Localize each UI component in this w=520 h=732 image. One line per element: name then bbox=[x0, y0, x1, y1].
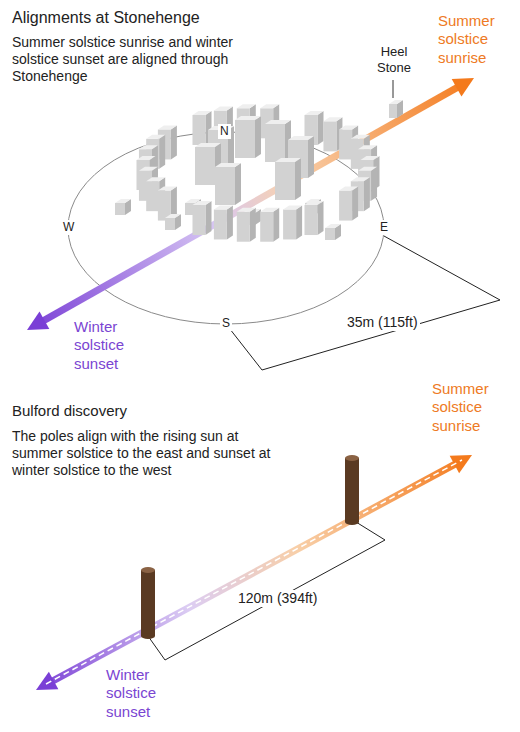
compass-point: W bbox=[61, 220, 76, 235]
dimension-line bbox=[226, 236, 500, 370]
dashed-line bbox=[46, 460, 462, 684]
description: Summer solstice sunrise and winter solst… bbox=[12, 34, 267, 85]
direction-label: Winter solstice sunset bbox=[106, 666, 178, 721]
compass-point: E bbox=[378, 220, 390, 235]
stone-circle bbox=[115, 100, 403, 242]
section-title: Alignments at Stonehenge bbox=[12, 8, 200, 28]
timber-pole bbox=[345, 455, 359, 525]
direction-label: Summer solstice sunrise bbox=[432, 380, 510, 435]
compass-point: N bbox=[218, 124, 231, 139]
alignment-arrow bbox=[27, 78, 474, 330]
compass-point: S bbox=[220, 316, 232, 331]
dimension-label: 35m (115ft) bbox=[345, 314, 420, 331]
section-title: Bulford discovery bbox=[12, 402, 127, 420]
stone-label: Heel Stone bbox=[370, 44, 418, 76]
leader-line bbox=[393, 80, 394, 98]
direction-label: Summer solstice sunrise bbox=[438, 12, 516, 67]
dimension-label: 120m (394ft) bbox=[236, 590, 319, 607]
dimension-line bbox=[148, 522, 385, 660]
direction-label: Winter solstice sunset bbox=[74, 318, 146, 373]
alignment-arrow bbox=[36, 455, 472, 690]
timber-pole bbox=[141, 567, 155, 639]
description: The poles align with the rising sun at s… bbox=[12, 428, 290, 479]
